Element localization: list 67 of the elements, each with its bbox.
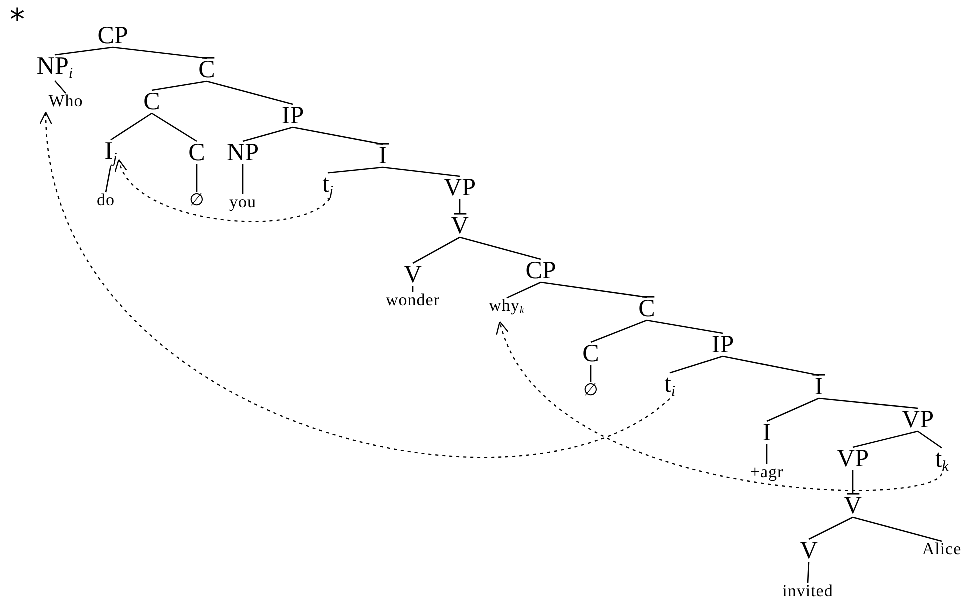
tree-branch <box>670 356 724 374</box>
tree-branch <box>105 166 112 193</box>
tree-label: V <box>404 262 422 288</box>
tree-branch <box>807 562 810 584</box>
tree-branch <box>328 166 384 174</box>
tree-branch <box>506 282 542 299</box>
tree-label: I$_{j}$ <box>104 138 118 168</box>
tree-branch <box>382 166 460 178</box>
tree-label: C̅ <box>198 56 216 84</box>
tree-branch <box>766 398 820 422</box>
tree-label: C <box>582 340 600 368</box>
tree-label: invited <box>782 582 834 600</box>
tree-label: ∅ <box>189 190 205 210</box>
tree-branch <box>412 286 414 292</box>
tree-label: t$_{i}$ <box>664 371 676 401</box>
movement-arrow <box>117 159 330 222</box>
tree-branch <box>110 112 152 141</box>
tree-branch <box>152 112 198 142</box>
tree-label: NP <box>227 140 259 166</box>
tree-label: wonder <box>386 290 440 310</box>
tree-branch <box>852 430 918 448</box>
tree-label: C <box>188 140 206 166</box>
tree-label: VP <box>444 174 476 202</box>
tree-label: NP$_{i}$ <box>36 53 74 83</box>
tree-label: V <box>800 538 818 564</box>
tree-branch <box>590 320 648 344</box>
tree-label: ∅ <box>583 380 599 400</box>
tree-label: t$_{j}$ <box>322 171 334 201</box>
tree-branch <box>852 516 942 542</box>
tree-label: CP <box>98 22 128 50</box>
tree-label: why$_{k}$ <box>489 296 525 318</box>
tree-branch <box>808 516 854 540</box>
tree-label: t$_{k}$ <box>935 446 949 476</box>
tree-label: Who <box>48 92 84 110</box>
tree-branch <box>54 46 114 56</box>
tree-branch <box>459 200 461 214</box>
tree-branch <box>206 80 294 106</box>
tree-label: I <box>762 420 772 446</box>
tree-label: do <box>97 190 115 210</box>
tree-label: you <box>230 192 256 212</box>
ungrammatical-mark: * <box>10 6 25 36</box>
tree-branch <box>460 236 542 260</box>
tree-label: Alice <box>922 540 962 558</box>
tree-branch <box>196 164 198 192</box>
tree-label: VP <box>902 406 934 434</box>
tree-branch <box>242 126 294 142</box>
tree-label: IP <box>712 332 734 358</box>
tree-label: V̅ <box>844 492 862 520</box>
tree-branch <box>646 320 724 334</box>
tree-branch <box>590 366 592 382</box>
tree-branch <box>766 444 768 464</box>
tree-label: V̅ <box>450 212 470 240</box>
tree-label: VP <box>837 446 869 472</box>
tree-label: IP <box>282 102 304 130</box>
tree-branch <box>242 164 244 194</box>
tree-branch <box>818 398 918 410</box>
tree-label: C <box>144 88 160 116</box>
movement-arrow <box>40 112 670 458</box>
tree-branch <box>54 80 66 94</box>
tree-label: CP <box>526 258 556 284</box>
tree-branch <box>152 80 208 92</box>
tree-branch <box>918 430 942 449</box>
tree-label: +agr <box>750 462 784 482</box>
tree-branch <box>412 236 460 264</box>
tree-label: C̅ <box>638 296 656 322</box>
movement-arrow <box>498 321 942 491</box>
tree-branch <box>852 470 854 494</box>
